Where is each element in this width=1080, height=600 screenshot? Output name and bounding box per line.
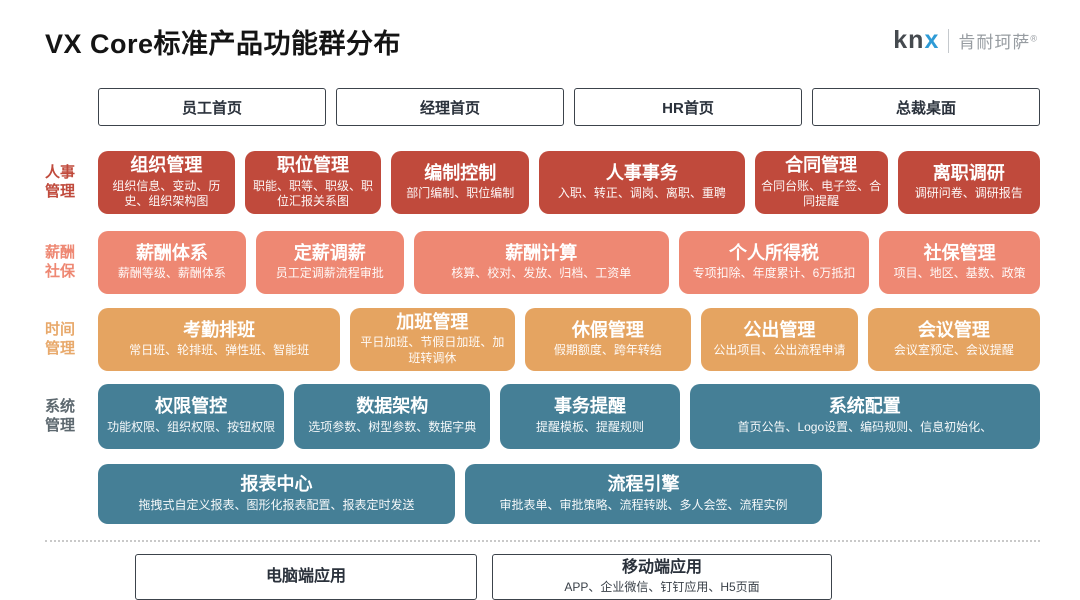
- function-box-subtitle: 会议室预定、会议提醒: [893, 343, 1014, 358]
- group-system: 系统 管理 权限管控 功能权限、组织权限、按钮权限 数据架构 选项参数、树型参数…: [45, 383, 1040, 449]
- function-box-subtitle: 项目、地区、基数、政策: [893, 266, 1026, 281]
- function-box: 个人所得税 专项扣除、年度累计、6万抵扣: [678, 230, 870, 294]
- row-label-payroll: 薪酬 社保: [45, 243, 76, 281]
- client-row: 电脑端应用 移动端应用 APP、企业微信、钉钉应用、H5页面: [135, 553, 1040, 600]
- function-box-subtitle: 选项参数、树型参数、数据字典: [308, 420, 477, 435]
- function-box: 事务提醒 提醒模板、提醒规则: [500, 383, 680, 449]
- function-box: 职位管理 职能、职等、职级、职位汇报关系图: [244, 151, 382, 214]
- function-box: 报表中心 拖拽式自定义报表、图形化报表配置、报表定时发送: [98, 463, 455, 524]
- knx-kn: kn: [893, 26, 925, 54]
- function-box-subtitle: 公出项目、公出流程申请: [713, 343, 846, 358]
- function-box-title: 休假管理: [571, 319, 644, 340]
- function-box-title: 权限管控: [155, 396, 228, 417]
- portal-ceo-desktop: 总裁桌面: [812, 88, 1040, 126]
- function-box-title: 人事事务: [605, 162, 678, 183]
- function-box-subtitle: 常日班、轮排班、弹性班、智能班: [129, 343, 310, 358]
- function-box-subtitle: 假期额度、跨年转结: [553, 343, 662, 358]
- function-box-title: 事务提醒: [554, 396, 627, 417]
- function-box-title: 会议管理: [917, 319, 990, 340]
- function-box: 公出管理 公出项目、公出流程申请: [701, 307, 858, 371]
- function-box-title: 加班管理: [396, 311, 469, 332]
- function-box-title: 职位管理: [277, 155, 350, 175]
- function-box-subtitle: 专项扣除、年度累计、6万抵扣: [692, 266, 856, 281]
- function-box-subtitle: 入职、转正、调岗、离职、重聘: [557, 186, 726, 201]
- function-box: 人事事务 入职、转正、调岗、离职、重聘: [539, 151, 745, 214]
- function-box-subtitle: 部门编制、职位编制: [406, 186, 515, 201]
- function-box-title: 报表中心: [240, 473, 313, 494]
- function-box-subtitle: 员工定调薪流程审批: [275, 266, 384, 281]
- function-box-title: 离职调研: [932, 162, 1005, 183]
- row-label-empty: [45, 464, 98, 524]
- function-box-title: 数据架构: [356, 396, 429, 417]
- dotted-divider: [45, 539, 1040, 542]
- function-box-subtitle: 审批表单、审批策略、流程转跳、多人会签、流程实例: [499, 497, 788, 512]
- knx-wordmark: knx: [893, 26, 939, 55]
- client-subtitle: APP、企业微信、钉钉应用、H5页面: [564, 580, 760, 595]
- function-box-title: 合同管理: [785, 155, 858, 175]
- row-label-time: 时间 管理: [45, 320, 76, 358]
- function-box: 社保管理 项目、地区、基数、政策: [879, 230, 1041, 294]
- function-box-title: 组织管理: [130, 155, 203, 175]
- function-box-subtitle: 核算、校对、发放、归档、工资单: [451, 266, 632, 281]
- group-payroll: 薪酬 社保 薪酬体系 薪酬等级、薪酬体系 定薪调薪 员工定调薪流程审批 薪酬计算…: [45, 230, 1041, 294]
- function-box: 组织管理 组织信息、变动、历史、组织架构图: [98, 151, 235, 214]
- function-box-subtitle: 拖拽式自定义报表、图形化报表配置、报表定时发送: [138, 497, 415, 512]
- function-box-subtitle: 合同台账、电子签、合同提醒: [761, 178, 882, 209]
- function-box: 离职调研 调研问卷、调研报告: [897, 151, 1040, 214]
- function-box-subtitle: 功能权限、组织权限、按钮权限: [107, 420, 276, 435]
- client-title: 电脑端应用: [265, 567, 346, 585]
- function-box: 定薪调薪 员工定调薪流程审批: [255, 230, 404, 294]
- company-name: 肯耐珂萨®: [958, 33, 1038, 52]
- function-box-title: 流程引擎: [607, 473, 680, 494]
- page-title: VX Core标准产品功能群分布: [45, 29, 402, 59]
- function-box: 加班管理 平日加班、节假日加班、加班转调休: [350, 307, 515, 371]
- function-box: 会议管理 会议室预定、会议提醒: [867, 307, 1040, 371]
- function-box: 数据架构 选项参数、树型参数、数据字典: [294, 383, 491, 449]
- function-box: 休假管理 假期额度、跨年转结: [524, 307, 692, 371]
- function-box-title: 公出管理: [743, 319, 816, 340]
- header: VX Core标准产品功能群分布 knx 肯耐珂萨®: [45, 22, 1040, 66]
- registered-mark: ®: [1030, 33, 1038, 44]
- function-box-subtitle: 调研问卷、调研报告: [914, 186, 1023, 201]
- function-box-subtitle: 薪酬等级、薪酬体系: [117, 266, 226, 281]
- function-box-subtitle: 职能、职等、职级、职位汇报关系图: [253, 178, 374, 209]
- function-box-title: 薪酬计算: [505, 242, 578, 263]
- group-system-extra: 报表中心 拖拽式自定义报表、图形化报表配置、报表定时发送 流程引擎 审批表单、审…: [45, 463, 1040, 524]
- function-box-title: 个人所得税: [728, 242, 819, 263]
- function-box-subtitle: 提醒模板、提醒规则: [536, 420, 645, 435]
- portal-employee-home: 员工首页: [98, 88, 326, 126]
- group-time: 时间 管理 考勤排班 常日班、轮排班、弹性班、智能班 加班管理 平日加班、节假日…: [45, 307, 1040, 371]
- portal-row: 员工首页 经理首页 HR首页 总裁桌面: [98, 88, 1040, 126]
- function-box: 系统配置 首页公告、Logo设置、编码规则、信息初始化、: [689, 383, 1040, 449]
- function-box: 薪酬体系 薪酬等级、薪酬体系: [98, 230, 246, 294]
- knx-x: x: [924, 26, 940, 54]
- function-box: 考勤排班 常日班、轮排班、弹性班、智能班: [98, 307, 341, 371]
- row-label-hr: 人事 管理: [45, 163, 76, 201]
- function-box: 薪酬计算 核算、校对、发放、归档、工资单: [413, 230, 669, 294]
- function-box: 编制控制 部门编制、职位编制: [391, 151, 530, 214]
- function-box-title: 薪酬体系: [135, 242, 208, 263]
- function-box-title: 定薪调薪: [293, 242, 366, 263]
- row-spacer: [832, 464, 1040, 524]
- function-box-title: 考勤排班: [183, 319, 256, 340]
- function-box-title: 系统配置: [828, 396, 901, 417]
- function-box-subtitle: 组织信息、变动、历史、组织架构图: [112, 178, 221, 209]
- function-box-subtitle: 首页公告、Logo设置、编码规则、信息初始化、: [737, 420, 993, 435]
- logo-divider: [948, 28, 950, 53]
- client-mobile: 移动端应用 APP、企业微信、钉钉应用、H5页面: [492, 553, 832, 600]
- knx-logo: knx 肯耐珂萨®: [893, 26, 1038, 55]
- client-title: 移动端应用: [621, 558, 702, 576]
- function-box: 权限管控 功能权限、组织权限、按钮权限: [98, 383, 285, 449]
- portal-hr-home: HR首页: [574, 88, 802, 126]
- function-box-title: 社保管理: [923, 242, 996, 263]
- function-box-title: 编制控制: [424, 162, 497, 183]
- group-hr: 人事 管理 组织管理 组织信息、变动、历史、组织架构图 职位管理 职能、职等、职…: [45, 151, 1040, 214]
- client-desktop: 电脑端应用: [135, 553, 477, 600]
- function-box: 合同管理 合同台账、电子签、合同提醒: [754, 151, 888, 214]
- function-box: 流程引擎 审批表单、审批策略、流程转跳、多人会签、流程实例: [465, 463, 822, 524]
- portal-manager-home: 经理首页: [336, 88, 564, 126]
- function-box-subtitle: 平日加班、节假日加班、加班转调休: [360, 335, 505, 365]
- row-label-system: 系统 管理: [45, 397, 76, 435]
